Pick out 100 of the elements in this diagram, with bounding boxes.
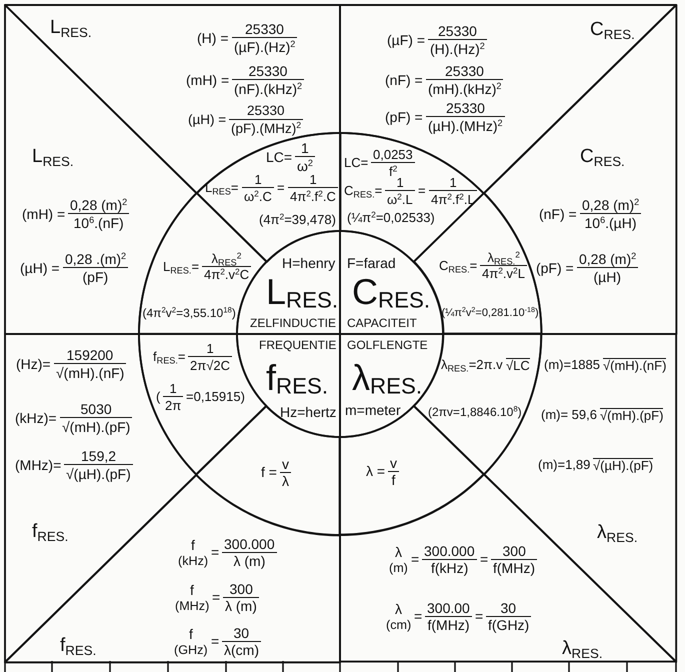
denominator: (pF).(MHz)$^{2}$ xyxy=(231,122,302,136)
formula-text: (m)=1,89 xyxy=(538,458,590,472)
denominator: (µH).(MHz)$^{2}$ xyxy=(428,118,503,134)
formula-text: (m)=1885 xyxy=(544,358,600,372)
quantity-name: GOLFLENGTE xyxy=(347,338,428,352)
unit-label: (m) xyxy=(389,562,408,576)
numerator: 1 xyxy=(450,176,457,190)
denominator: √(mH).(nF) xyxy=(56,366,124,381)
formula-text: = xyxy=(418,184,426,198)
quantity-symbol: C$_{RES.}$ xyxy=(352,272,430,312)
formula-text: (mH) = xyxy=(22,206,66,222)
numerator: 0,28 (m)$^{2}$ xyxy=(70,198,128,214)
formula-text: C$_{RES.}$= xyxy=(344,184,382,198)
unit-label: (GHz) xyxy=(174,644,208,658)
quantity-name: ZELFINDUCTIE xyxy=(250,316,336,330)
constant-note: (2πv=1,8846.10$^{8}$) xyxy=(428,406,522,419)
numerator: 25330 xyxy=(248,64,288,80)
unit-definition: F=farad xyxy=(347,256,396,271)
formula-text: (nF) = xyxy=(385,72,423,88)
denominator: (pF) xyxy=(82,270,108,285)
quantity-label: f$_{RES.}$ xyxy=(60,636,96,658)
formula-text: = xyxy=(480,552,488,568)
formula-text: (mH) = xyxy=(186,72,230,88)
formula-text: = xyxy=(414,609,422,625)
formula-text: = xyxy=(211,545,220,561)
denominator: f(GHz) xyxy=(488,618,530,634)
denominator: 10$^{6}$.(nF) xyxy=(74,216,124,231)
denominator: √(mH).(pF) xyxy=(62,420,130,435)
denominator: ω$^{2}$.L xyxy=(387,192,413,207)
formula-text: (µF) = xyxy=(387,32,426,48)
unit-definition: H=henry xyxy=(282,256,336,271)
unit-label: (kHz) xyxy=(178,554,208,569)
formula-text: (kHz)= xyxy=(15,410,57,426)
numerator: 0,28 (m)$^{2}$ xyxy=(582,198,640,214)
denominator: f(MHz) xyxy=(493,561,535,577)
denominator: (nF).(kHz)$^{2}$ xyxy=(234,82,302,97)
denominator: (µF).(Hz)$^{2}$ xyxy=(234,40,296,55)
numerator: 30 xyxy=(234,626,250,642)
formula-text: f$_{RES.}$= xyxy=(153,350,186,364)
numerator: 300 xyxy=(502,544,526,560)
formula-text: λ = xyxy=(366,464,386,480)
denominator: ω$^{2}$ xyxy=(296,158,313,174)
denominator: λ xyxy=(282,474,289,490)
formula-text: (nF) = xyxy=(538,206,577,222)
formula-text: = xyxy=(212,590,220,606)
formula-text: (Hz)= xyxy=(16,356,51,372)
formula-text: = xyxy=(211,634,220,650)
numerator: 25330 xyxy=(446,101,485,116)
center-quadrant xyxy=(235,229,342,336)
numerator: 1 xyxy=(206,342,214,356)
formula-text: λ$_{RES.}$=2π.v xyxy=(440,358,503,372)
numerator: 159,2 xyxy=(81,449,116,464)
unit-label: (cm) xyxy=(386,618,412,633)
quantity-symbol: L$_{RES.}$ xyxy=(266,272,338,312)
quantity-label: C$_{RES.}$ xyxy=(580,146,625,168)
numerator: 25330 xyxy=(445,64,484,80)
quantity-symbol: f$_{RES.}$ xyxy=(266,358,328,398)
numerator: 0,28 (m)$^{2}$ xyxy=(578,252,636,268)
formula-variable: λ xyxy=(395,602,402,618)
denominator: 2π√2C xyxy=(190,358,230,373)
quantity-label: λ$_{RES.}$ xyxy=(596,522,638,544)
denominator: f(kHz) xyxy=(431,561,468,577)
formula-text: f = xyxy=(260,465,277,481)
formula-text: (MHz)= xyxy=(15,458,62,473)
formula-variable: f xyxy=(190,583,194,599)
numerator: v xyxy=(282,456,289,472)
radical-expression: √LC xyxy=(506,358,530,373)
quantity-label: λ$_{RES.}$ xyxy=(562,639,603,660)
numerator: 0,0253 xyxy=(373,148,413,162)
formula-text: ( xyxy=(156,390,160,404)
denominator: (mH).(kHz)$^{2}$ xyxy=(428,82,502,97)
denominator: λ (m) xyxy=(234,554,266,570)
numerator: 159200 xyxy=(66,348,114,364)
denominator: λ (m) xyxy=(225,599,257,615)
formula-variable: f xyxy=(191,538,195,554)
quantity-name: FREQUENTIE xyxy=(259,338,336,352)
numerator: 1 xyxy=(170,382,177,396)
radical-expression: √(mH).(nF) xyxy=(602,358,666,373)
numerator: 1 xyxy=(300,141,309,156)
formula-text: LC= xyxy=(344,156,368,170)
numerator: 1 xyxy=(396,176,404,190)
unit-label: (MHz) xyxy=(175,600,210,614)
denominator: f xyxy=(392,473,396,489)
constant-note: (4π$^{2}$v$^{2}$=3,55.10$^{18}$) xyxy=(142,307,236,321)
quantity-name: CAPACITEIT xyxy=(347,316,417,330)
numerator: 25330 xyxy=(245,22,284,38)
formula-variable: f xyxy=(189,627,193,643)
numerator: 25330 xyxy=(247,104,285,119)
unit-definition: Hz=hertz xyxy=(280,404,336,420)
quantity-label: L$_{RES.}$ xyxy=(32,146,74,168)
quantity-label: L$_{RES.}$ xyxy=(50,18,92,38)
denominator: λ(cm) xyxy=(224,643,259,659)
denominator: √(µH).(pF) xyxy=(66,466,131,482)
numerator: v xyxy=(390,456,397,472)
denominator: f$^{2}$ xyxy=(389,164,398,179)
unit-definition: m=meter xyxy=(345,402,401,418)
formula-text: (pF) = xyxy=(536,260,574,276)
formula-text: (µH) = xyxy=(20,260,60,276)
denominator: (µH) xyxy=(593,270,621,285)
ring-sector xyxy=(194,404,342,537)
